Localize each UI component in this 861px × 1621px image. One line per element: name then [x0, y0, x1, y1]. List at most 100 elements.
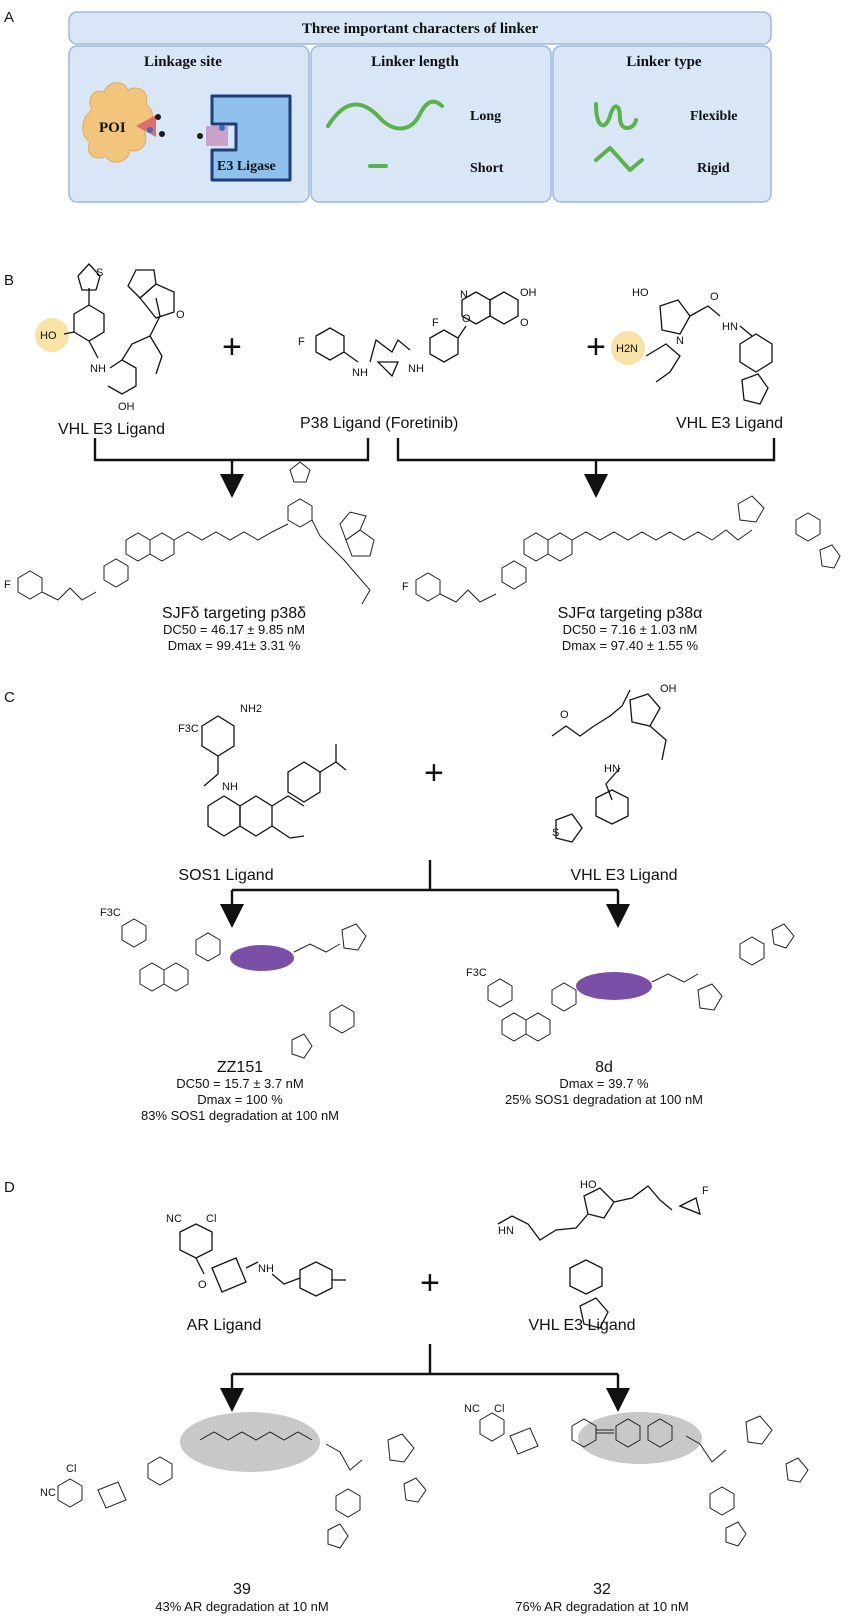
ar-ligand-label: AR Ligand — [187, 1317, 262, 1334]
b-mid-nh-2: NH — [408, 363, 424, 375]
panel-a-letter: A — [4, 9, 14, 26]
vhl-ligand-c-label: VHL E3 Ligand — [570, 867, 677, 884]
vhl-ligand-c-structure: O OH HN S — [551, 683, 677, 843]
panel-a-title-box — [68, 11, 772, 45]
ar-ligand-structure: NC Cl O NH — [166, 1213, 346, 1297]
h2n-atom: H2N — [616, 343, 638, 355]
b-left-nh: NH — [90, 363, 106, 375]
c39-cl: Cl — [66, 1463, 76, 1475]
c-nh2: NH2 — [240, 703, 262, 715]
panel-d-letter: D — [4, 1179, 15, 1196]
linkage-site-heading: Linkage site — [144, 54, 222, 70]
d-cl: Cl — [206, 1213, 216, 1225]
panel-a-title: Three important characters of linker — [302, 21, 539, 37]
b-right-o: O — [710, 291, 719, 303]
b-connector-right — [396, 438, 776, 462]
8d-line-2: 25% SOS1 degradation at 100 nM — [505, 1092, 703, 1107]
zz151-name: ZZ151 — [217, 1059, 263, 1076]
h2n-highlight — [611, 331, 645, 365]
b-right-ho: HO — [632, 287, 649, 299]
b-left-o: O — [176, 309, 185, 321]
d-o: O — [198, 1279, 207, 1291]
rigid-linker-zigzag — [594, 146, 644, 172]
short-label: Short — [470, 161, 504, 176]
c32-nc: NC — [464, 1403, 480, 1415]
long-linker-wave — [326, 99, 444, 131]
b-mid-f: F — [298, 336, 305, 348]
compound-32-name: 32 — [593, 1581, 611, 1598]
foretinib-structure: F NH NH F O N OH O — [298, 287, 537, 379]
8d-linker-highlight — [576, 972, 652, 1000]
sjf-delta-dc50: DC50 = 46.17 ± 9.85 nM — [163, 622, 305, 637]
zz151-f3c: F3C — [100, 907, 121, 919]
rigid-label: Rigid — [697, 161, 730, 176]
sjf-delta-structure: F — [4, 461, 375, 605]
plus-b-1: + — [222, 328, 242, 366]
compound-32-line: 76% AR degradation at 10 nM — [515, 1599, 688, 1614]
foretinib-label: P38 Ligand (Foretinib) — [300, 415, 458, 432]
flexible-linker-wave — [594, 102, 638, 130]
d-right-n-ch3: HN — [498, 1225, 514, 1237]
b-mid-o-2: O — [520, 317, 529, 329]
c-right-oh: OH — [660, 683, 677, 695]
b-left-s: S — [96, 267, 103, 279]
c-nh-1: NH — [222, 781, 238, 793]
plus-c: + — [424, 754, 444, 792]
poi-linker-dot-blue — [147, 127, 153, 133]
d-right-f: F — [702, 1185, 709, 1197]
poi-linker-dot-2 — [159, 131, 165, 137]
e3-ligase-label: E3 Ligase — [217, 159, 276, 174]
sjfa-f: F — [402, 581, 409, 593]
b-left-oh: OH — [118, 401, 135, 413]
sjf-delta-dmax: Dmax = 99.41± 3.31 % — [168, 638, 301, 653]
e3-ligand-square — [206, 126, 228, 146]
c-right-hn: HN — [604, 763, 620, 775]
8d-name: 8d — [595, 1059, 613, 1076]
c39-nc: NC — [40, 1487, 56, 1499]
c-right-o: O — [560, 709, 569, 721]
compound-39-structure: NC Cl — [40, 1412, 427, 1549]
compound-39-linker-highlight — [180, 1412, 320, 1472]
sjf-alpha-dmax: Dmax = 97.40 ± 1.55 % — [562, 638, 699, 653]
ho-highlight — [35, 318, 69, 352]
compound-39-line: 43% AR degradation at 10 nM — [155, 1599, 328, 1614]
b-mid-f-2: F — [432, 317, 439, 329]
b-mid-nh-1: NH — [352, 367, 368, 379]
plus-b-2: + — [586, 328, 606, 366]
panel-c-letter: C — [4, 689, 15, 706]
panel-a-diagram: Three important characters of linker Lin… — [68, 11, 772, 203]
b-right-n: N — [676, 335, 684, 347]
sos1-ligand-structure: F3C NH2 NH — [178, 703, 347, 839]
e3-linker-dot-blue — [219, 125, 225, 131]
8d-structure: F3C — [466, 923, 795, 1042]
zz151-structure: F3C — [100, 907, 367, 1059]
sjfd-f: F — [4, 579, 11, 591]
flexible-label: Flexible — [690, 109, 737, 124]
sjf-alpha-dc50: DC50 = 7.16 ± 1.03 nM — [563, 622, 698, 637]
compound-32-structure: NC Cl — [464, 1403, 809, 1547]
ho-atom: HO — [40, 330, 57, 342]
compound-39-name: 39 — [233, 1581, 251, 1598]
poi-linker-dot — [155, 114, 161, 120]
zz151-line-3: 83% SOS1 degradation at 100 nM — [141, 1108, 339, 1123]
sjf-alpha-structure: F — [402, 495, 841, 603]
poi-label: POI — [99, 120, 126, 136]
panel-a-col2-box — [310, 45, 552, 203]
b-right-hn: HN — [722, 321, 738, 333]
plus-d: + — [420, 1264, 440, 1302]
vhl-ligand-d-label: VHL E3 Ligand — [528, 1317, 635, 1334]
long-label: Long — [470, 109, 501, 124]
d-nh: NH — [258, 1263, 274, 1275]
vhl-ligand-left-structure: HO S NH OH O — [35, 263, 185, 413]
e3-ligase-shape — [210, 94, 292, 182]
panel-b-letter: B — [4, 272, 14, 289]
d-nc: NC — [166, 1213, 182, 1225]
vhl-ligand-right-structure: H2N HO N O HN — [611, 287, 773, 405]
zz151-line-1: DC50 = 15.7 ± 3.7 nM — [176, 1076, 303, 1091]
d-right-ho: HO — [580, 1179, 597, 1191]
panel-a-col3-box — [552, 45, 772, 203]
linker-length-heading: Linker length — [371, 54, 459, 70]
c32-cl: Cl — [494, 1403, 504, 1415]
